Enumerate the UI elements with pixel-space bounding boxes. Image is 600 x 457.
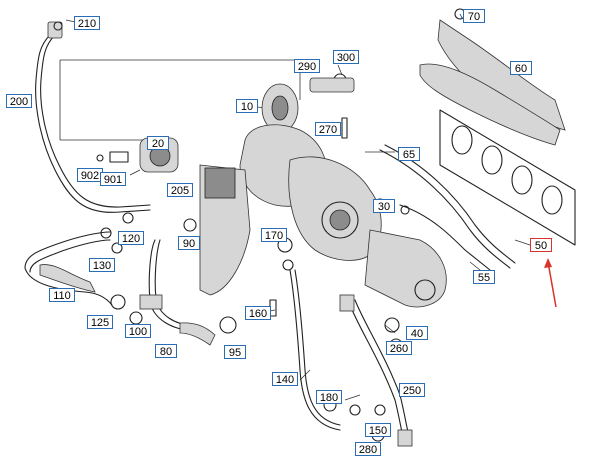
label-120: 120 <box>118 231 144 245</box>
turbocharger-assembly <box>199 83 447 308</box>
label-260: 260 <box>386 341 412 355</box>
coolant-return-pipe <box>139 239 216 346</box>
label-150: 150 <box>365 423 391 437</box>
label-80: 80 <box>155 344 177 358</box>
label-95: 95 <box>224 345 246 359</box>
label-30: 30 <box>373 199 395 213</box>
label-100: 100 <box>125 324 151 338</box>
label-55: 55 <box>473 270 495 284</box>
label-280: 280 <box>355 442 381 456</box>
turbo-flange-gaskets <box>379 144 516 271</box>
label-130: 130 <box>89 258 115 272</box>
oil-feed-pipe <box>35 21 151 213</box>
label-180: 180 <box>316 390 342 404</box>
label-205: 205 <box>167 183 193 197</box>
label-200: 200 <box>6 94 32 108</box>
label-140: 140 <box>272 372 298 386</box>
label-902: 902 <box>77 168 103 182</box>
label-70: 70 <box>463 9 485 23</box>
highlight-arrow <box>544 258 557 308</box>
label-210: 210 <box>74 16 100 30</box>
label-300: 300 <box>333 50 359 64</box>
label-50: 50 <box>530 238 552 252</box>
label-160: 160 <box>245 306 271 320</box>
label-65: 65 <box>398 147 420 161</box>
label-170: 170 <box>261 228 287 242</box>
oil-return-hose <box>24 227 126 310</box>
label-270: 270 <box>315 122 341 136</box>
label-20: 20 <box>147 136 169 150</box>
label-125: 125 <box>87 315 113 329</box>
exhaust-manifold-gasket <box>439 109 576 246</box>
heat-shield <box>419 19 566 146</box>
label-901: 901 <box>100 172 126 186</box>
label-250: 250 <box>399 383 425 397</box>
coolant-feed-pipes <box>289 269 413 447</box>
label-110: 110 <box>49 288 75 302</box>
label-290: 290 <box>294 59 320 73</box>
label-60: 60 <box>510 61 532 75</box>
label-10: 10 <box>236 99 258 113</box>
label-40: 40 <box>406 326 428 340</box>
label-90: 90 <box>178 236 200 250</box>
